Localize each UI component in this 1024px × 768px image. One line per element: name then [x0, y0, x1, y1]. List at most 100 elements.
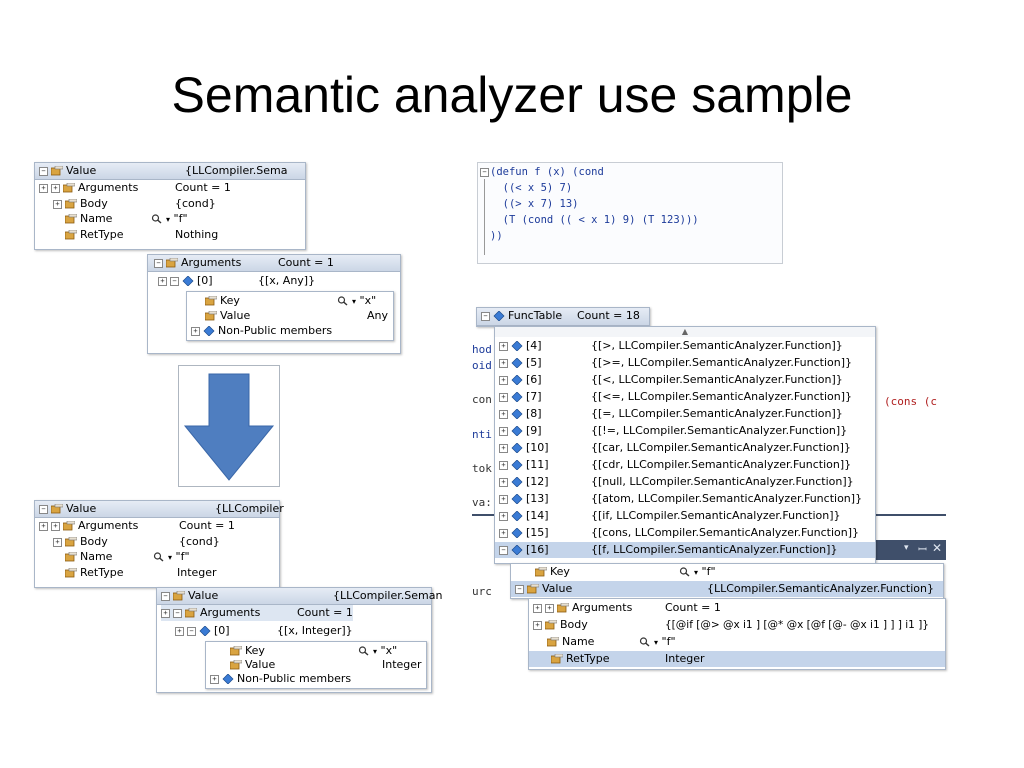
magnifier-icon[interactable]	[358, 646, 370, 656]
watch-row-index-0[interactable]: +−[0] {[x, Integer]}	[175, 623, 355, 639]
watch-row-rettype[interactable]: RetType Integer	[65, 565, 255, 581]
watch-row-nonpublic[interactable]: +Non-Public members	[210, 671, 422, 687]
watch-row-body[interactable]: +Body {cond}	[53, 196, 253, 212]
watch-row-key[interactable]: Key ▾ "x"	[205, 293, 390, 309]
watch-row-rettype[interactable]: RetType Integer	[529, 651, 945, 667]
functable-row[interactable]: +[12]{[null, LLCompiler.SemanticAnalyzer…	[495, 474, 875, 490]
functable-row[interactable]: +[6]{[<, LLCompiler.SemanticAnalyzer.Fun…	[495, 372, 875, 388]
property-icon	[65, 230, 77, 240]
watch-row-arguments[interactable]: +−Arguments Count = 1	[161, 605, 353, 621]
watch-row-name[interactable]: Name ▾ "f"	[65, 549, 255, 565]
expand-icon[interactable]: +	[53, 199, 62, 209]
expand-icon[interactable]: +	[158, 276, 167, 286]
collapse-icon[interactable]: −	[39, 504, 48, 514]
close-icon[interactable]: ✕	[932, 541, 943, 555]
watch-row-value[interactable]: −Value {LLCompiler.Seman	[157, 588, 442, 605]
watch-row-value[interactable]: −Value {LLCompiler.Sema	[35, 163, 305, 180]
expand-icon[interactable]: +	[499, 494, 508, 504]
expand-icon[interactable]: +	[210, 674, 219, 684]
watch-row-body[interactable]: +Body {[@if [@> @x i1 ] [@* @x [@f [@- @…	[533, 617, 943, 633]
expand-icon[interactable]: +	[499, 443, 508, 453]
magnifier-icon[interactable]	[151, 214, 163, 224]
watch-row-name[interactable]: Name ▾ "f"	[65, 211, 255, 227]
expand-icon[interactable]: +	[545, 603, 554, 613]
dropdown-arrow-icon[interactable]: ▾	[904, 543, 909, 553]
watch-row-arguments[interactable]: −Arguments Count = 1	[148, 255, 400, 272]
dropdown-arrow-icon[interactable]: ▾	[694, 568, 699, 577]
watch-row-body[interactable]: +Body {cond}	[53, 534, 253, 550]
dropdown-arrow-icon[interactable]: ▾	[168, 553, 173, 562]
scroll-up-button[interactable]: ▲	[495, 327, 875, 337]
expand-icon[interactable]: +	[499, 392, 508, 402]
collapse-icon[interactable]: −	[39, 166, 48, 176]
functable-row[interactable]: −[16]{[f, LLCompiler.SemanticAnalyzer.Fu…	[495, 542, 875, 558]
watch-row-value[interactable]: Value Integer	[230, 657, 422, 673]
dropdown-arrow-icon[interactable]: ▾	[654, 638, 659, 647]
expand-icon[interactable]: +	[51, 521, 60, 531]
collapse-icon[interactable]: −	[154, 258, 163, 268]
expand-icon[interactable]: +	[161, 608, 170, 618]
expand-icon[interactable]: +	[175, 626, 184, 636]
watch-row-nonpublic[interactable]: +Non-Public members	[191, 323, 391, 339]
dropdown-arrow-icon[interactable]: ▾	[373, 647, 378, 656]
watch-row-rettype[interactable]: RetType Nothing	[65, 227, 255, 243]
watch-subpanel-keyvalue: Key ▾ "x" Value Any +Non-Public members	[186, 291, 394, 341]
expand-icon[interactable]: +	[499, 460, 508, 470]
functable-row[interactable]: +[9]{[!=, LLCompiler.SemanticAnalyzer.Fu…	[495, 423, 875, 439]
functable-row[interactable]: +[11]{[cdr, LLCompiler.SemanticAnalyzer.…	[495, 457, 875, 473]
pin-icon[interactable]: ꟷ	[918, 543, 927, 556]
expand-icon[interactable]: +	[533, 620, 542, 630]
collapse-icon[interactable]: −	[173, 608, 182, 618]
field-icon	[511, 460, 523, 470]
expand-icon[interactable]: +	[499, 528, 508, 538]
functable-row[interactable]: +[14]{[if, LLCompiler.SemanticAnalyzer.F…	[495, 508, 875, 524]
magnifier-icon[interactable]	[679, 567, 691, 577]
expand-icon[interactable]: +	[51, 183, 60, 193]
watch-row-key[interactable]: Key ▾ "f"	[511, 564, 943, 580]
functable-row[interactable]: +[8]{[=, LLCompiler.SemanticAnalyzer.Fun…	[495, 406, 875, 422]
functable-row[interactable]: +[13]{[atom, LLCompiler.SemanticAnalyzer…	[495, 491, 875, 507]
watch-row-arguments[interactable]: ++Arguments Count = 1	[39, 518, 251, 534]
functable-row[interactable]: +[7]{[<=, LLCompiler.SemanticAnalyzer.Fu…	[495, 389, 875, 405]
expand-icon[interactable]: +	[39, 521, 48, 531]
watch-row-arguments[interactable]: ++Arguments Count = 1	[39, 180, 251, 196]
expand-icon[interactable]: +	[499, 341, 508, 351]
expand-icon[interactable]: +	[499, 511, 508, 521]
expand-icon[interactable]: +	[499, 358, 508, 368]
collapse-icon[interactable]: −	[170, 276, 179, 286]
collapse-icon[interactable]: −	[515, 584, 524, 594]
functable-row[interactable]: +[15]{[cons, LLCompiler.SemanticAnalyzer…	[495, 525, 875, 541]
functable-row[interactable]: +[4]{[>, LLCompiler.SemanticAnalyzer.Fun…	[495, 338, 875, 354]
watch-row-key[interactable]: Key ▾ "x"	[230, 643, 422, 659]
watch-row-value[interactable]: −Value {LLCompiler	[35, 501, 284, 518]
expand-icon[interactable]: +	[191, 326, 200, 336]
expand-icon[interactable]: +	[499, 477, 508, 487]
expand-icon[interactable]: +	[53, 537, 62, 547]
watch-row-arguments[interactable]: ++Arguments Count = 1	[533, 600, 943, 616]
dropdown-arrow-icon[interactable]: ▾	[166, 215, 171, 224]
collapse-icon[interactable]: −	[161, 591, 170, 601]
expand-icon[interactable]: +	[499, 426, 508, 436]
expand-icon[interactable]: +	[499, 409, 508, 419]
watch-row-index-0[interactable]: +−[0] {[x, Any]}	[158, 273, 338, 289]
magnifier-icon[interactable]	[639, 637, 651, 647]
watch-row-name[interactable]: Name ▾ "f"	[547, 634, 943, 650]
collapse-icon[interactable]: −	[499, 545, 508, 555]
expand-icon[interactable]: +	[39, 183, 48, 193]
watch-row-functable[interactable]: −FuncTable Count = 18	[477, 308, 649, 326]
collapse-icon[interactable]: −	[187, 626, 196, 636]
expand-icon[interactable]: +	[533, 603, 542, 613]
functable-row[interactable]: +[5]{[>=, LLCompiler.SemanticAnalyzer.Fu…	[495, 355, 875, 371]
magnifier-icon[interactable]	[337, 296, 349, 306]
collapse-icon[interactable]: −	[481, 311, 490, 321]
expand-icon[interactable]: +	[499, 375, 508, 385]
watch-row-value[interactable]: −Value {LLCompiler.SemanticAnalyzer.Func…	[511, 581, 943, 597]
watch-row-value[interactable]: Value Any	[205, 308, 390, 324]
code-line: (T (cond (( < x 1) 9) (T 123)))	[490, 214, 699, 226]
magnifier-icon[interactable]	[153, 552, 165, 562]
dropdown-arrow-icon[interactable]: ▾	[352, 297, 357, 306]
row-value: Integer	[177, 566, 217, 579]
collapse-icon[interactable]: −	[480, 168, 489, 177]
functable-row[interactable]: +[10]{[car, LLCompiler.SemanticAnalyzer.…	[495, 440, 875, 456]
row-value: "f"	[701, 565, 716, 578]
